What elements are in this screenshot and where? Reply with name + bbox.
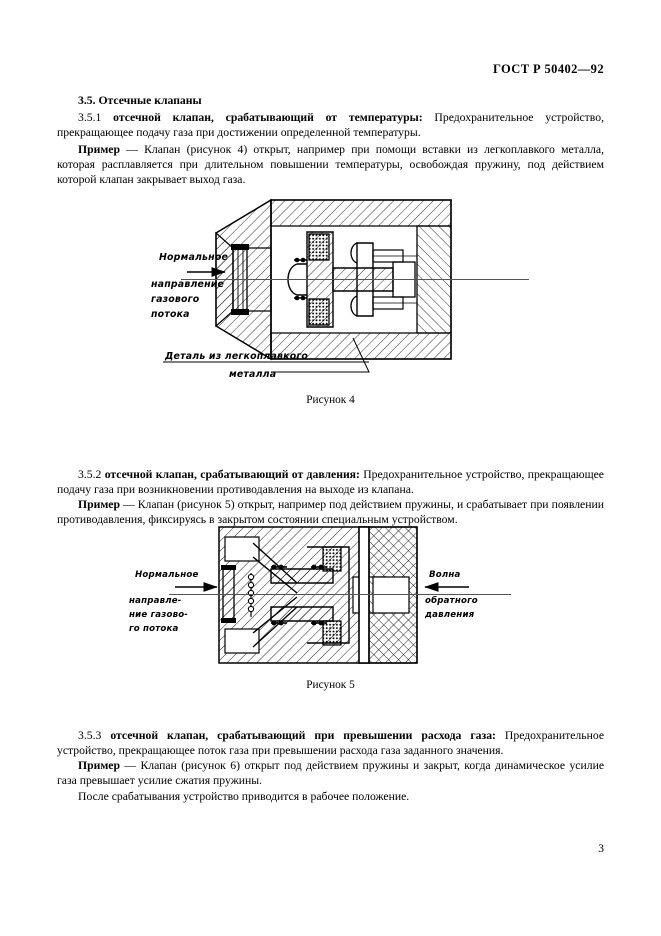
- section-heading-35-text: 3.5. Отсечные клапаны: [78, 94, 202, 107]
- clause-351-example-label: Пример: [78, 143, 120, 156]
- figure-5-inlet-seal: [220, 565, 236, 623]
- clause-353-tail: После срабатывания устройство приводится…: [57, 789, 604, 804]
- clause-352-example-paragraph: Пример — Клапан (рисунок 5) открыт, напр…: [57, 497, 604, 527]
- clause-352-definition: Предохранительное устройство, прекращающ…: [57, 468, 604, 497]
- figure-4-flow-label-line4: потока: [151, 309, 190, 320]
- clause-353-example-paragraph: Пример — Клапан (рисунок 6) открыт под д…: [57, 758, 604, 788]
- standard-header: ГОСТ Р 50402—92: [492, 62, 604, 76]
- figure-5-wave-label-line1: Волна: [429, 570, 461, 580]
- figure-5: Нормальное направле- ние газово- го пото…: [57, 521, 604, 691]
- clause-352: 3.5.2 отсечной клапан, срабатывающий от …: [57, 467, 604, 497]
- figure-4-flow-label-line2: направление: [151, 279, 224, 290]
- figure-4-caption: Рисунок 4: [306, 394, 355, 406]
- clause-351-paragraph: 3.5.1 отсечной клапан, срабатывающий от …: [57, 110, 604, 140]
- section-heading-35: 3.5. Отсечные клапаны: [57, 93, 604, 108]
- figure-5-valve-plate: [269, 546, 350, 646]
- figure-5-flow-label-line1: Нормальное: [135, 570, 198, 580]
- clause-352-example: Пример — Клапан (рисунок 5) открыт, напр…: [57, 497, 604, 527]
- clause-353: 3.5.3 отсечной клапан, срабатывающий при…: [57, 728, 604, 758]
- clause-353-number: 3.5.3: [78, 729, 102, 742]
- clause-352-paragraph: 3.5.2 отсечной клапан, срабатывающий от …: [57, 467, 604, 497]
- figure-5-caption: Рисунок 5: [306, 679, 355, 691]
- figure-5-flow-label-line4: го потока: [129, 624, 179, 634]
- clause-351-term: отсечной клапан, срабатывающий от темпер…: [113, 111, 423, 124]
- figure-4-part-label-line2: металла: [229, 369, 276, 380]
- clause-351-example-dash: —: [126, 143, 138, 156]
- clause-351-number: 3.5.1: [78, 111, 102, 124]
- clause-353-tail-text: После срабатывания устройство приводится…: [78, 790, 410, 803]
- figure-5-drawing: Нормальное направле- ние газово- го пото…: [129, 526, 511, 664]
- figure-5-wave-label-line3: давления: [424, 610, 475, 620]
- clause-352-example-label: Пример: [78, 498, 120, 511]
- figure-5-flow-label-line2: направле-: [129, 596, 182, 606]
- figure-5-flow-label: Нормальное направле- ние газово- го пото…: [129, 570, 198, 634]
- clause-353-definition: Предохранительное устройство, прекращающ…: [57, 729, 605, 758]
- clause-353-paragraph: 3.5.3 отсечной клапан, срабатывающий при…: [57, 728, 604, 758]
- figure-4-flow-label-line1: Нормальное: [159, 252, 228, 263]
- clause-353-example-text: Клапан (рисунок 6) открыт под действием …: [57, 759, 605, 788]
- clause-351: 3.5.1 отсечной клапан, срабатывающий от …: [57, 110, 604, 140]
- figure-4-valve-disc: [286, 231, 334, 328]
- figure-4-flow-label-line3: газового: [151, 294, 200, 305]
- figure-5-wave-label-line2: обратного: [425, 595, 478, 606]
- clause-353-example-dash: —: [124, 759, 137, 772]
- clause-352-example-dash: —: [123, 498, 135, 511]
- clause-351-example-text: Клапан (рисунок 4) открыт, например при …: [57, 143, 604, 187]
- clause-353-example-label: Пример: [78, 759, 120, 772]
- page-number: 3: [598, 843, 604, 855]
- figure-5-wave-label: Волна обратного давления: [424, 570, 478, 620]
- figure-5-body-outline: [217, 526, 418, 664]
- page-content: ГОСТ Р 50402—92 3.5. Отсечные клапаны 3.…: [57, 0, 604, 936]
- figure-4: Нормальное направление газового потока Д…: [57, 186, 604, 406]
- clause-353-example: Пример — Клапан (рисунок 6) открыт под д…: [57, 758, 604, 788]
- clause-351-example: Пример — Клапан (рисунок 4) открыт, напр…: [57, 142, 604, 187]
- figure-4-leader-line: [270, 337, 370, 373]
- figure-4-part-label-line1: Деталь из легкоплавкого: [164, 351, 308, 362]
- figure-4-drawing: Нормальное направление газового потока Д…: [151, 198, 529, 380]
- clause-352-term: отсечной клапан, срабатывающий от давлен…: [104, 468, 360, 481]
- clause-351-example-paragraph: Пример — Клапан (рисунок 4) открыт, напр…: [57, 142, 604, 187]
- clause-353-term: отсечной клапан, срабатывающий при превы…: [110, 729, 496, 742]
- figure-5-flow-label-line3: ние газово-: [129, 610, 188, 620]
- figure-4-flow-label: Нормальное направление газового потока: [151, 252, 228, 320]
- clause-352-example-text: Клапан (рисунок 5) открыт, например под …: [57, 498, 604, 527]
- clause-351-definition: Предохранительное устройство, прекращающ…: [57, 111, 604, 140]
- figure-4-part-label: Деталь из легкоплавкого металла: [164, 351, 308, 380]
- clause-352-number: 3.5.2: [78, 468, 102, 481]
